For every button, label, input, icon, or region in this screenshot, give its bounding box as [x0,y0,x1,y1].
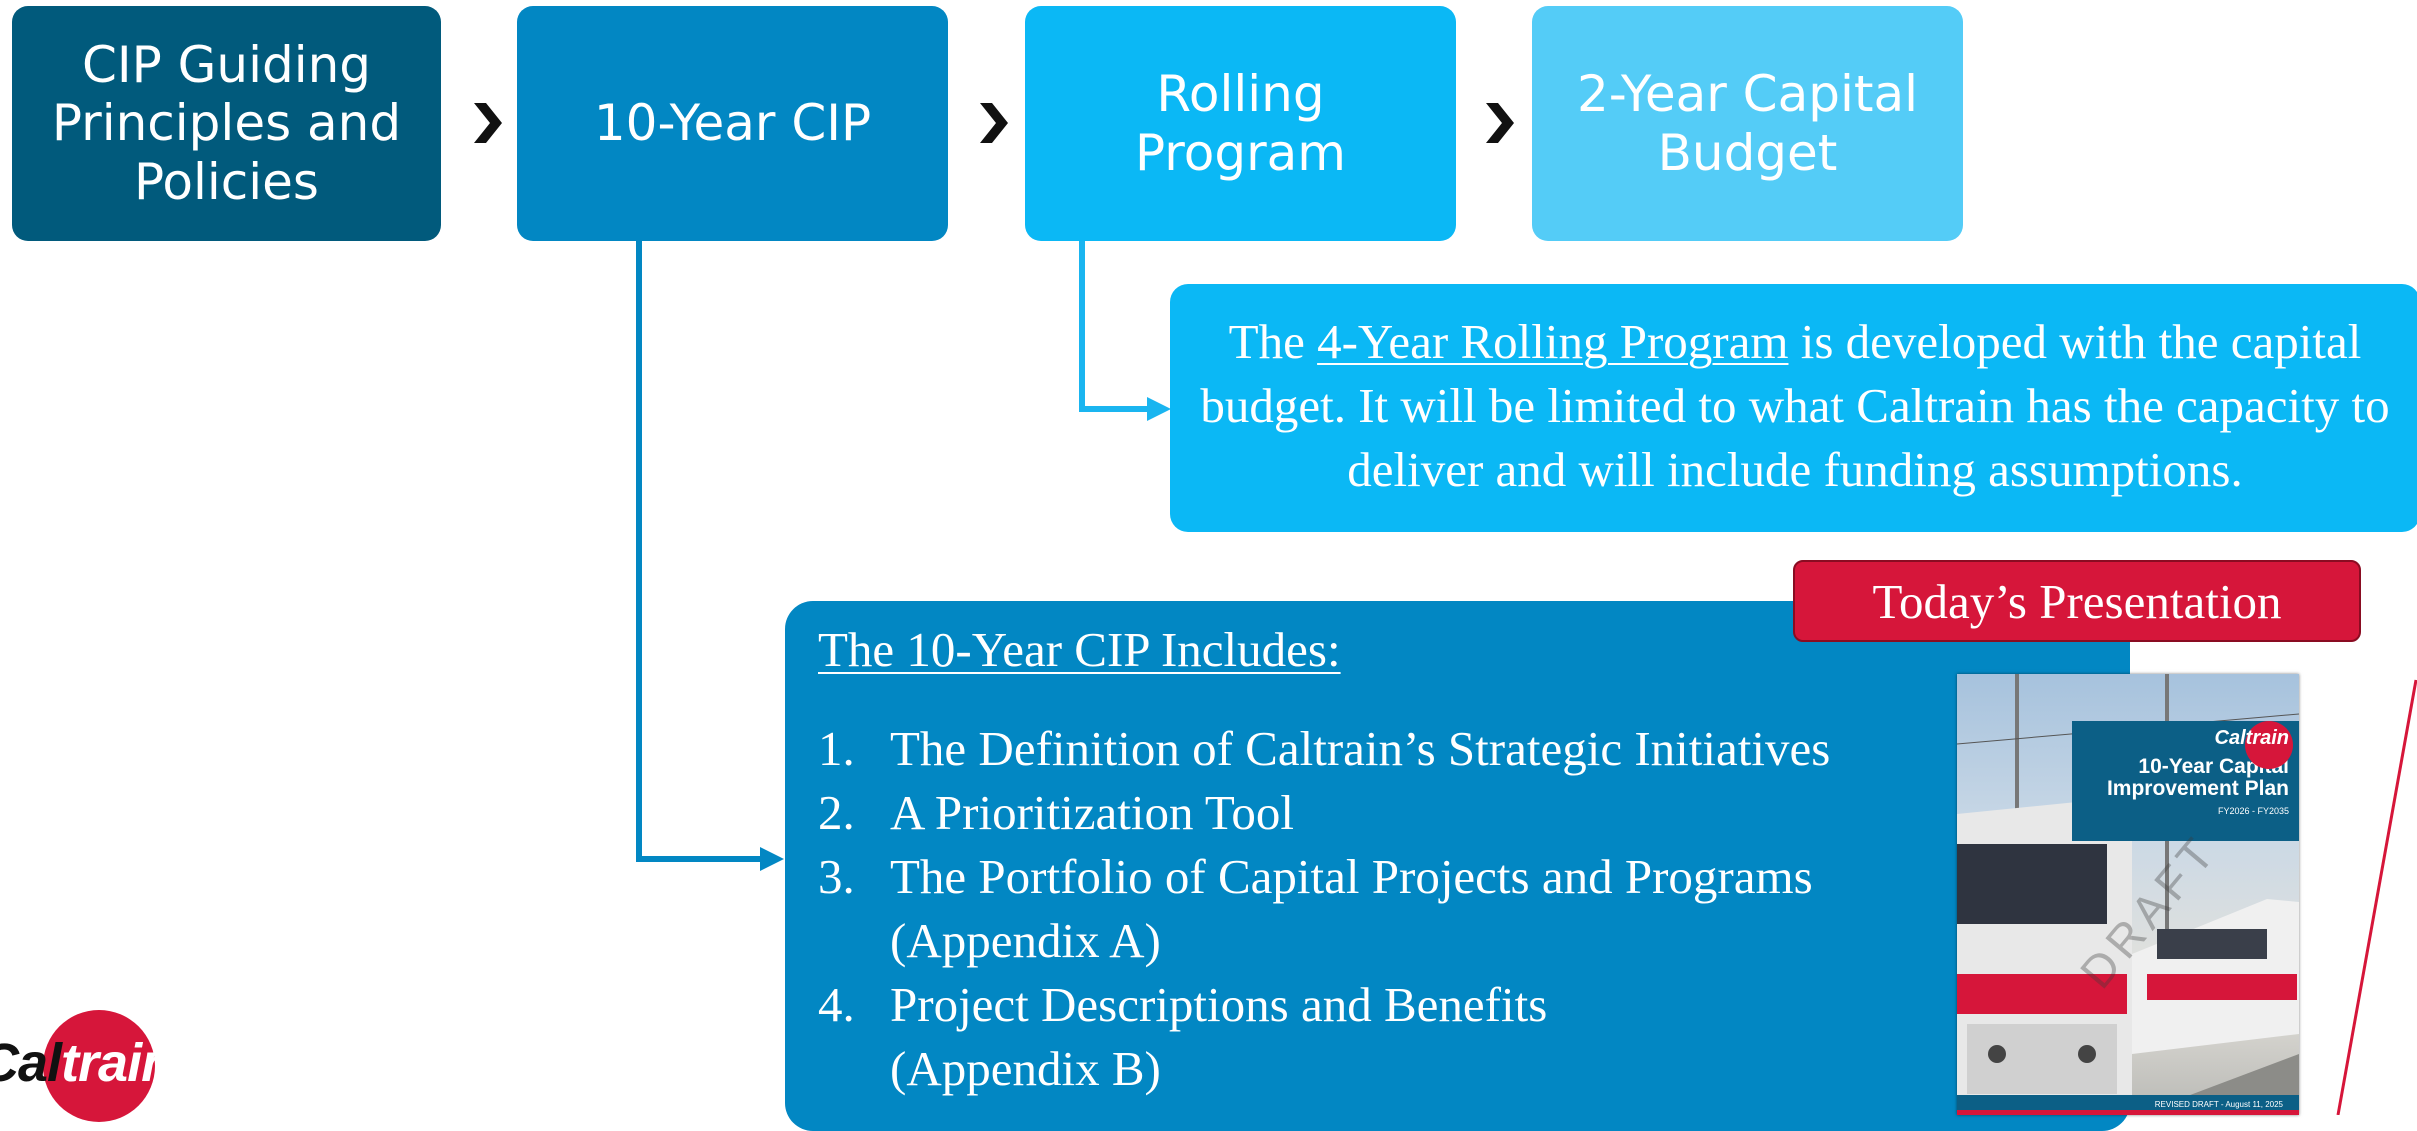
connector-line [1079,241,1085,412]
arrow-right-icon [760,847,784,871]
connector-line [636,856,762,862]
rolling-program-link-text: 4-Year Rolling Program [1317,314,1789,369]
cover-brand: Caltrain [2214,727,2289,749]
cover-title-panel: Caltrain 10-Year Capital Improvement Pla… [2072,721,2299,841]
caltrain-logo-text: Caltrain [0,1033,174,1093]
report-cover-thumbnail: Caltrain 10-Year Capital Improvement Pla… [1957,674,2299,1115]
cover-footer-stripe [1957,1110,2299,1115]
cip-includes-panel: The 10-Year CIP Includes: 1.The Definiti… [785,601,2130,1131]
chevron-right-icon [1486,103,1514,143]
chevron-right-icon [980,103,1008,143]
connector-line [1079,406,1149,412]
cip-includes-heading: The 10-Year CIP Includes: [818,622,1341,677]
list-item: 3.The Portfolio of Capital Projects and … [818,849,1813,968]
step-2-year-capital-budget: 2-Year Capital Budget [1532,6,1963,241]
caltrain-logo-dot [43,1010,155,1122]
cover-title: 10-Year Capital Improvement Plan [2106,755,2289,800]
connector-line [636,241,642,862]
cip-includes-list: 1.The Definition of Caltrain’s Strategic… [818,717,1870,1101]
train-photo-illustration [1957,674,2299,1115]
caltrain-logo: Caltrain [0,1008,174,1122]
rolling-program-description: The 4-Year Rolling Program is developed … [1170,284,2417,532]
step-guiding-principles: CIP Guiding Principles and Policies [12,6,441,241]
callout-line [2336,679,2417,1115]
step-10-year-cip: 10-Year CIP [517,6,948,241]
step-rolling-program: Rolling Program [1025,6,1456,241]
arrow-right-icon [1147,397,1171,421]
caltrain-logo-dot [2245,721,2293,769]
list-item: 1.The Definition of Caltrain’s Strategic… [818,721,1831,776]
list-item: 2.A Prioritization Tool [818,785,1294,840]
cover-years: FY2026 - FY2035 [2217,806,2289,816]
list-item: 4.Project Descriptions and Benefits (App… [818,977,1548,1096]
todays-presentation-badge: Today’s Presentation [1793,560,2361,642]
chevron-right-icon [474,103,502,143]
